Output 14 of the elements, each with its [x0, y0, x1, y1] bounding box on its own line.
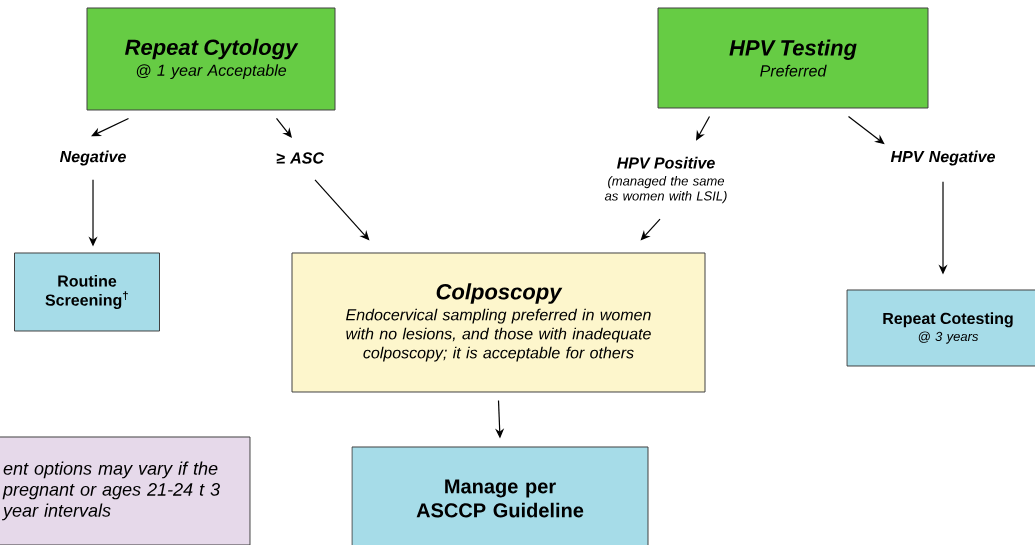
- flow-label: HPV Positive (managed the same as women with LSIL): [604, 156, 727, 204]
- process-box: Repeat Cytology @ 1 year Acceptable: [86, 7, 336, 111]
- arrow: [847, 115, 885, 145]
- note-box: ent options may vary if the pregnant or ages 21-24 t 3 year intervals: [0, 436, 251, 545]
- process-box: HPV Testing Preferred: [657, 7, 929, 109]
- flow-label: Negative: [59, 150, 126, 166]
- process-box: Routine Screening$^{†}$: [14, 252, 160, 332]
- arrow: [696, 115, 711, 141]
- process-box: Manage per ASCCP Guideline: [351, 446, 649, 545]
- flow-label: ≥ ASC: [276, 152, 325, 164]
- arrow: [91, 117, 130, 137]
- flow-label: HPV Negative: [890, 150, 995, 166]
- process-box: Repeat Cotesting @ 3 years: [846, 289, 1035, 367]
- process-box: Colposcopy Endocervical sampling preferred in women with no lesions, and those with inadequate colposcopy; it is acceptable for others: [291, 252, 706, 393]
